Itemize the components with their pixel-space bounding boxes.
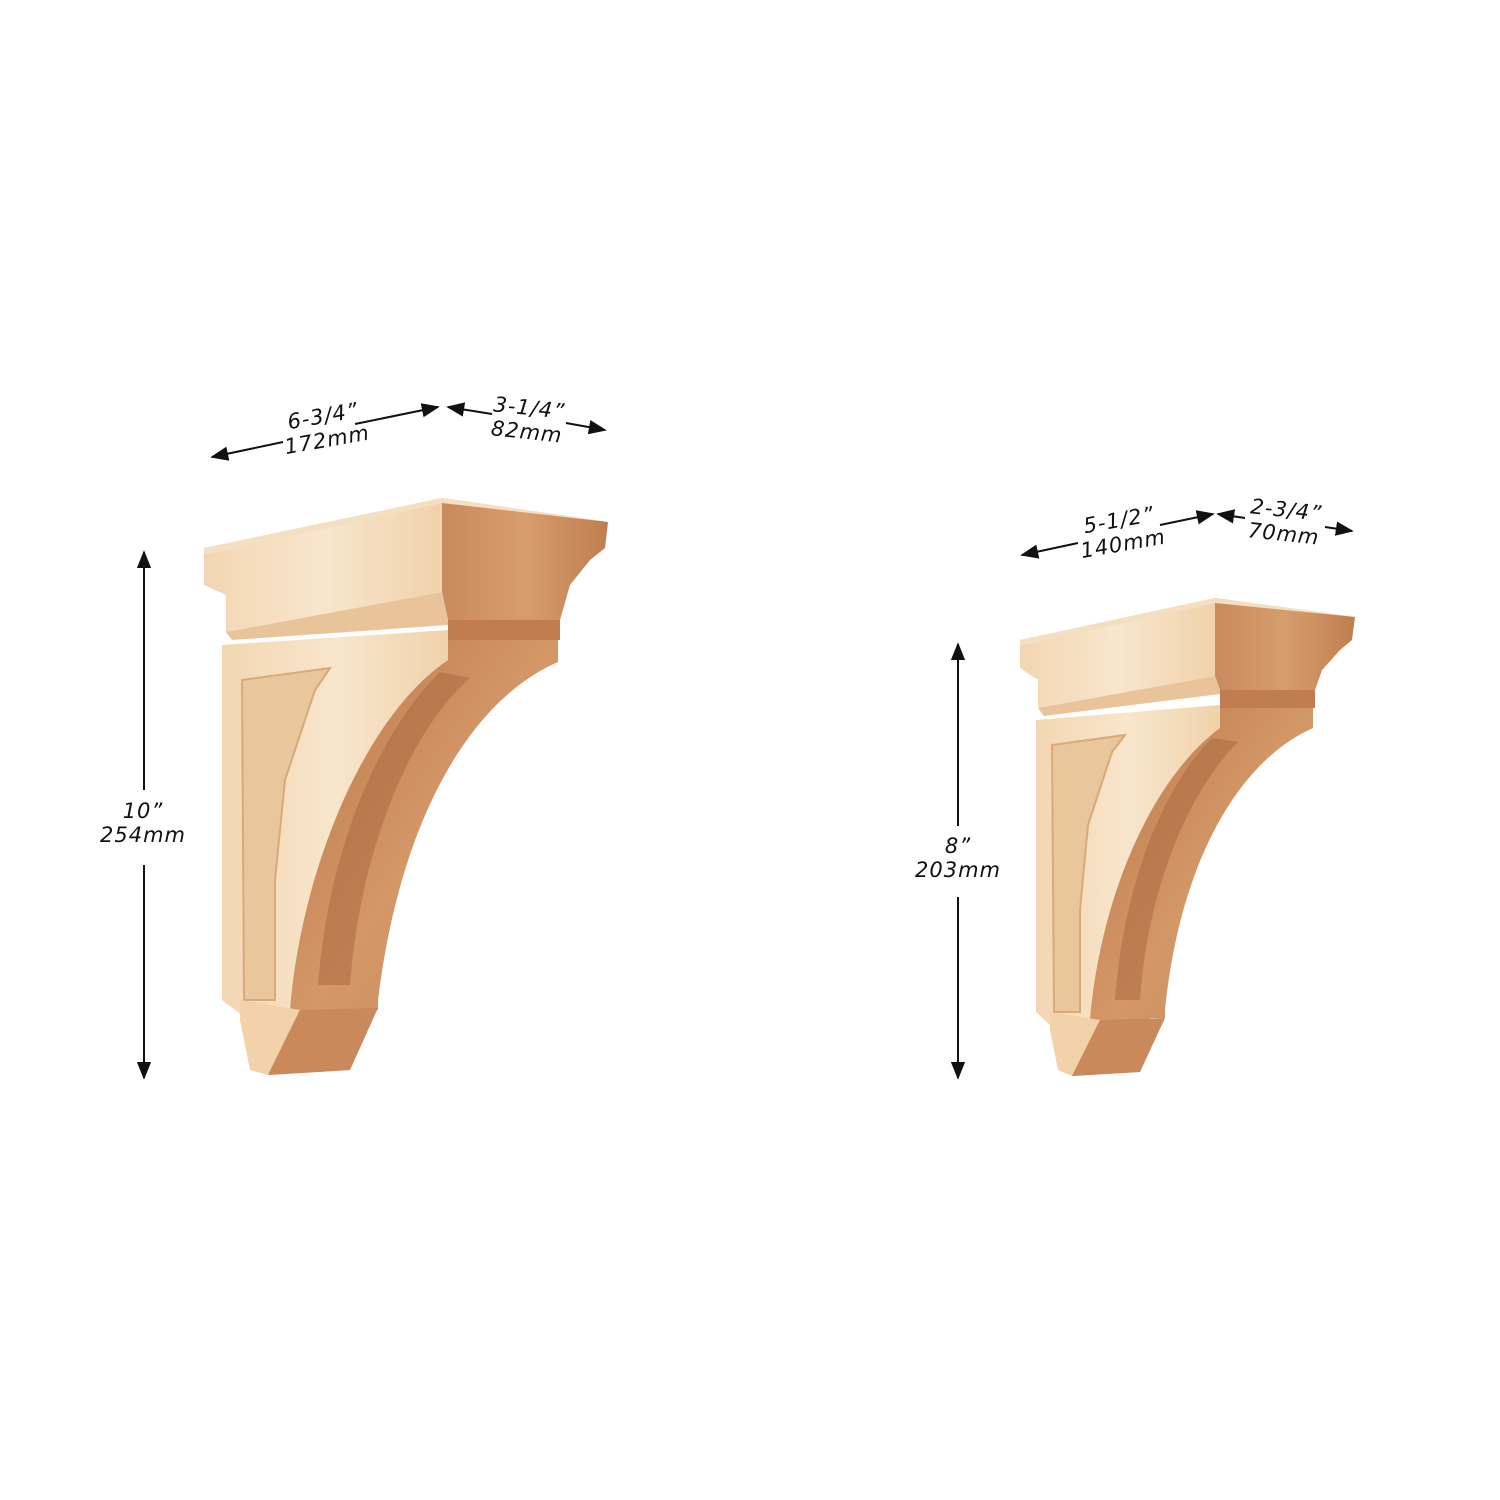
small-depth-label: 2-3/4” 70mm: [1233, 493, 1337, 551]
small-height-imperial: 8”: [944, 834, 972, 858]
small-corbel-image: [1020, 598, 1355, 1076]
small-width-dimension-line: [1020, 510, 1215, 559]
large-corbel-image: [204, 498, 608, 1075]
large-height-label: 10” 254mm: [88, 799, 198, 847]
large-height-metric: 254mm: [100, 823, 186, 847]
large-depth-dimension-line: [446, 402, 607, 435]
small-depth-dimension-line: [1216, 509, 1354, 536]
small-height-metric: 203mm: [915, 858, 1001, 882]
large-width-dimension-line: [210, 403, 440, 461]
small-height-label: 8” 203mm: [903, 834, 1013, 882]
large-height-imperial: 10”: [122, 799, 164, 823]
large-depth-label: 3-1/4” 82mm: [476, 391, 580, 449]
